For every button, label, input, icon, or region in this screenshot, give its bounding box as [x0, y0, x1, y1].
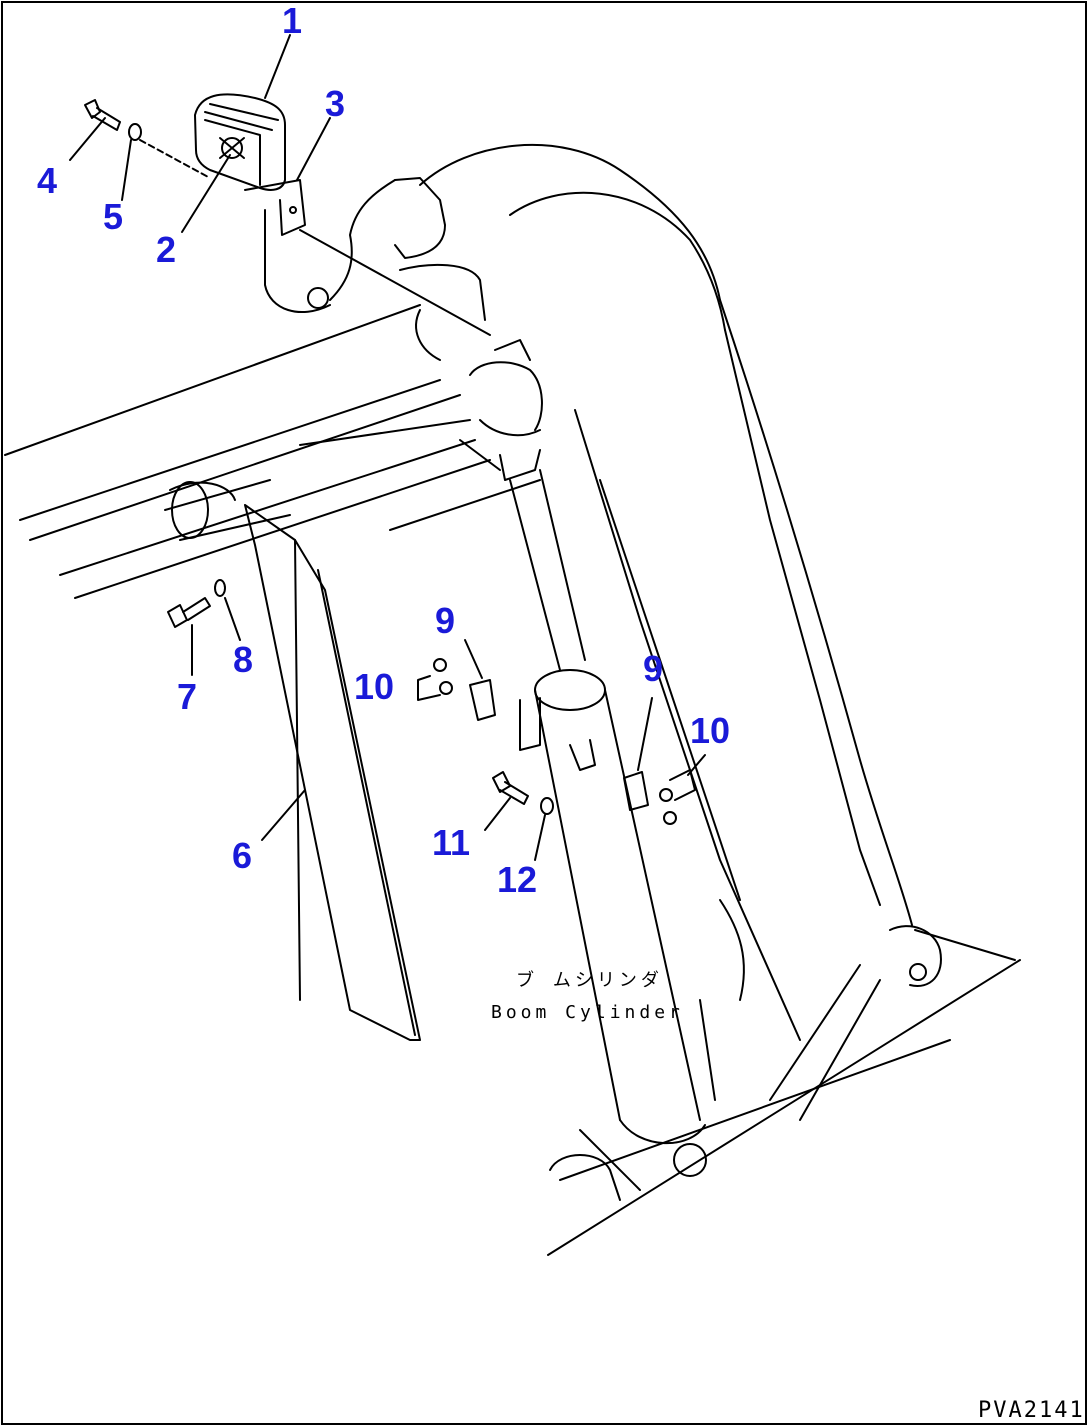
- clamp-right: [623, 697, 706, 825]
- drawing-code: PVA2141: [978, 1398, 1085, 1423]
- boom-cylinder-label-en: Boom Cylinder: [491, 1002, 684, 1023]
- clamp-left: [417, 639, 496, 721]
- callout-7: 7: [177, 676, 198, 717]
- callout-9-left: 9: [435, 600, 456, 641]
- bolt-11-washer-12: [484, 771, 554, 861]
- light-bracket: [244, 177, 491, 361]
- callout-2: 2: [156, 229, 177, 270]
- side-member: [4, 304, 541, 599]
- callout-10-right: 10: [690, 710, 731, 751]
- boom-arm: [419, 143, 913, 1041]
- callout-10-left: 10: [354, 666, 395, 707]
- lower-frame: [547, 899, 1021, 1256]
- callout-8: 8: [233, 639, 254, 680]
- callout-12: 12: [497, 859, 538, 900]
- cylinder-head: [459, 339, 543, 481]
- lift-cylinder: [164, 479, 291, 541]
- callout-4: 4: [37, 160, 58, 201]
- bolt-7-washer-8: [167, 579, 241, 676]
- boom-cylinder: [509, 469, 707, 1177]
- leader-lines: [69, 34, 331, 841]
- callout-6: 6: [232, 835, 253, 876]
- callout-5: 5: [103, 196, 124, 237]
- callout-3: 3: [325, 83, 346, 124]
- bolt-4-washer-5: [84, 99, 211, 179]
- callout-11: 11: [432, 822, 471, 863]
- boom-cylinder-label-jp: ブ ムシリンダ: [516, 970, 663, 991]
- callout-9-right: 9: [643, 648, 664, 689]
- callout-1: 1: [282, 0, 303, 41]
- working-light: [194, 93, 286, 191]
- guard-plate: [244, 504, 421, 1041]
